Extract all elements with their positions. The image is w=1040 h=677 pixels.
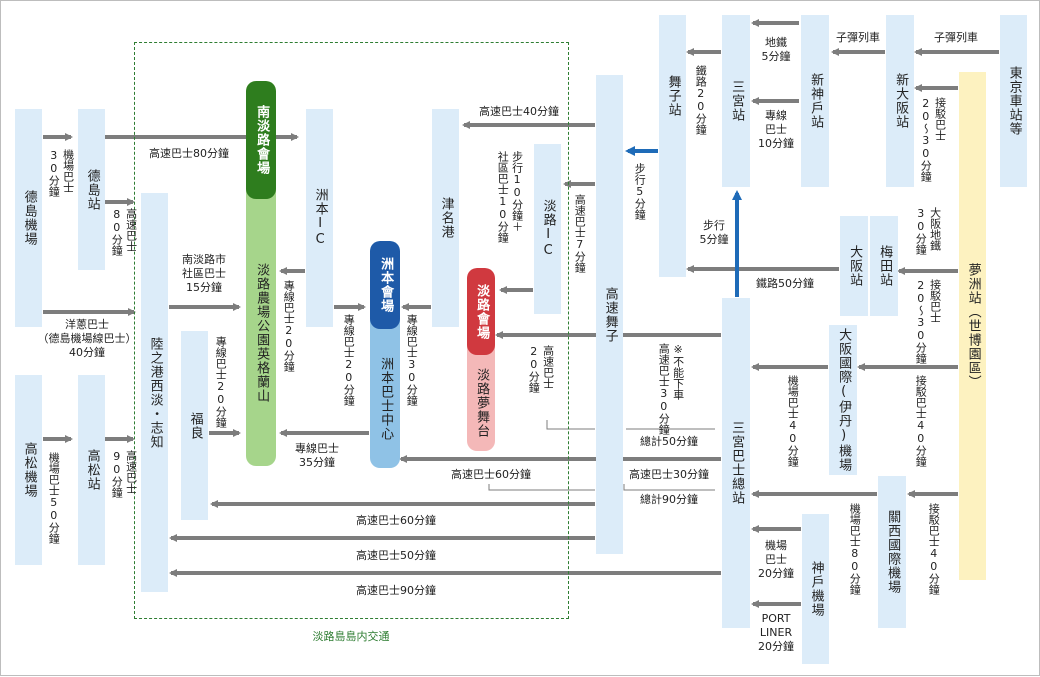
label-yume-kix: 接駁巴士40分鐘 (927, 503, 941, 595)
label-tk-hw80-v: 高速巴士 80分鐘 (110, 208, 138, 256)
node-tsuna-port: 津名港 (432, 109, 459, 327)
node-umeda: 梅田站 (870, 216, 898, 316)
node-yumeshima: 夢洲站（世博園區） (959, 72, 986, 580)
node-itami: 大阪國際(伊丹)機場 (829, 325, 857, 475)
label-walk-community: 步行10分鐘＋ 社區巴士10分鐘 (496, 151, 524, 243)
label-hw30-noalight: ※不能下車 高速巴士30分鐘 (657, 343, 685, 435)
label-rail20: 鐵路20分鐘 (694, 65, 708, 135)
label-hw7: 高速巴士7分鐘 (573, 194, 587, 273)
label-hw60-fukura: 高速巴士60分鐘 (356, 514, 436, 527)
node-tokushima-airport: 德島機場 (15, 109, 42, 327)
node-highway-maiko: 高速舞子 (596, 75, 623, 554)
bracket-hw20 (546, 420, 595, 430)
node-awaji-ic: 淡路IC (534, 144, 561, 314)
label-subway5: 地鐵 5分鐘 (761, 36, 791, 63)
label-hw60-a: 高速巴士60分鐘 (451, 468, 531, 481)
label-sumoto-ic-20: 專線巴士20分鐘 (282, 280, 296, 372)
label-tm-hw90: 高速巴士 90分鐘 (110, 450, 138, 498)
label-tk-ap-bus: 機場巴士 30分鐘 (47, 149, 75, 197)
node-maiko-station: 舞子站 (659, 15, 686, 277)
label-shuttle-2030: 接駁巴士 20～30分鐘 (919, 97, 947, 182)
node-takamatsu-station: 高松站 (78, 375, 105, 565)
label-tm-ap-bus: 機場巴士50分鐘 (47, 452, 61, 544)
node-shinosaka: 新大阪站 (886, 15, 914, 187)
label-bullet2: 子彈列車 (934, 31, 978, 44)
label-osaka-subway: 大阪地鐵 30分鐘 (914, 207, 942, 255)
node-kobe-airport: 神戶機場 (802, 514, 829, 664)
node-fukura: 福良 (181, 331, 208, 520)
label-total90: 總計90分鐘 (640, 493, 698, 506)
label-yume-itami: 接駁巴士40分鐘 (914, 375, 928, 467)
label-hw50: 高速巴士50分鐘 (356, 549, 436, 562)
label-hw90: 高速巴士90分鐘 (356, 584, 436, 597)
label-yosho: 洋蔥巴士 （德島機場線巴士） 40分鐘 (37, 318, 137, 359)
label-minami-awaji: 南淡路市 社區巴士 15分鐘 (182, 253, 226, 294)
node-rikunominato: 陸之港西淡・志知 (141, 193, 168, 592)
venue-south-awaji: 南淡路會場 淡路農場公園英格蘭山 (246, 81, 276, 466)
node-sannomiya: 三宮站 (722, 15, 750, 187)
label-tk-hw80-h: 高速巴士80分鐘 (149, 147, 229, 160)
bracket-hw30 (623, 484, 715, 491)
label-special10: 專線 巴士 10分鐘 (758, 109, 794, 150)
node-takamatsu-airport: 高松機場 (15, 375, 42, 565)
label-kix-bus: 機場巴士80分鐘 (848, 503, 862, 595)
node-tokyo: 東京車站等 (1000, 15, 1027, 187)
node-sannomiya-bus: 三宮巴士總站 (722, 298, 750, 628)
label-fukura-20: 專線巴士20分鐘 (214, 336, 228, 428)
label-shuttle-2030b: 接駁巴士 20～30分鐘 (914, 279, 942, 364)
venue-awaji: 淡路會場 淡路夢舞台 (467, 268, 495, 451)
label-hw40-tsuna: 高速巴士40分鐘 (479, 105, 559, 118)
label-sumoto-35: 專線巴士 35分鐘 (295, 442, 339, 469)
node-shinkobe: 新神戶站 (801, 15, 829, 187)
label-walk5-sannomiya: 步行 5分鐘 (699, 219, 729, 246)
node-sumoto-ic: 洲本IC (306, 109, 333, 327)
venue-sumoto: 洲本會場 洲本巴士中心 (370, 241, 400, 468)
bracket-hw60 (488, 484, 595, 491)
node-tokushima-station: 德島站 (78, 109, 105, 270)
label-hw20-awaji: 高速巴士 20分鐘 (527, 345, 555, 393)
label-portliner: PORT LINER 20分鐘 (758, 612, 794, 653)
label-itami-bus: 機場巴士40分鐘 (786, 375, 800, 467)
node-kansai-airport: 關西國際機場 (878, 476, 906, 628)
label-bullet1: 子彈列車 (836, 31, 880, 44)
label-total50: 總計50分鐘 (640, 435, 698, 448)
label-hw30-b: 高速巴士30分鐘 (629, 468, 709, 481)
label-ic-to-sumoto: 專線巴士20分鐘 (342, 314, 356, 406)
node-osaka-station: 大阪站 (840, 216, 868, 316)
awaji-island-boundary (134, 42, 569, 619)
label-kobe-bus: 機場 巴士 20分鐘 (758, 539, 794, 580)
label-rail50: 鐵路50分鐘 (756, 277, 814, 290)
label-tsuna-30: 專線巴士30分鐘 (405, 314, 419, 406)
island-caption: 淡路島島内交通 (312, 630, 390, 643)
label-walk5-maiko: 步行5分鐘 (633, 163, 647, 220)
